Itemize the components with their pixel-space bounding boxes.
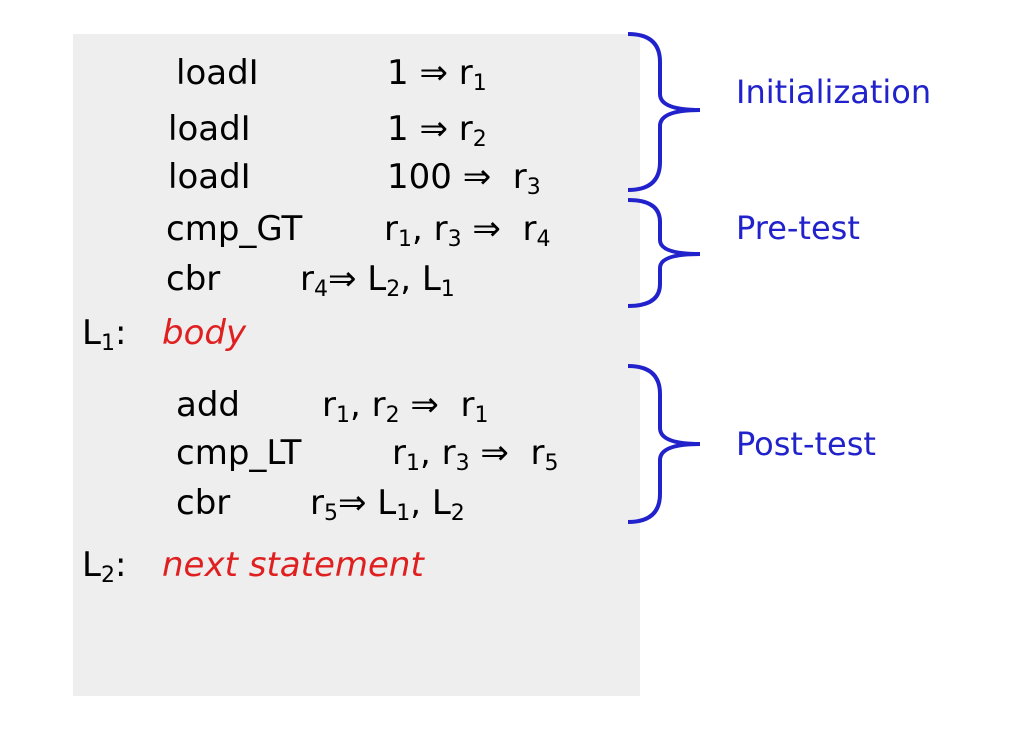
code-operands: r1, r3 ⇒ r4 xyxy=(384,209,550,251)
operand-sub: 1 xyxy=(397,227,412,252)
operand-sub: 2 xyxy=(386,277,401,302)
operand-sub: 1 xyxy=(405,451,420,476)
label-l2: L2: xyxy=(82,545,127,587)
annotation-pre-test: Pre-test xyxy=(736,209,860,247)
code-mnemonic: loadI xyxy=(176,53,259,93)
operand-text: ⇒ r xyxy=(469,433,545,473)
operand-sub: 1 xyxy=(472,71,487,96)
label-colon: : xyxy=(114,313,127,353)
code-mnemonic: add xyxy=(176,385,240,425)
code-mnemonic: cmp_LT xyxy=(176,433,302,473)
operand-text: , r xyxy=(411,209,448,249)
label-next-statement-text: next statement xyxy=(162,545,424,585)
code-operands: r1, r2 ⇒ r1 xyxy=(322,385,488,427)
operand-sub: 4 xyxy=(536,227,551,252)
code-mnemonic: loadI xyxy=(168,157,251,197)
code-operands: 100 ⇒ r3 xyxy=(387,157,541,199)
code-operands: r1, r3 ⇒ r5 xyxy=(392,433,558,475)
operand-text: r xyxy=(384,209,398,249)
code-operands: r4⇒ L2, L1 xyxy=(300,259,455,301)
operand-sub: 1 xyxy=(440,277,455,302)
operand-text: ⇒ L xyxy=(337,483,397,523)
operand-text: 1 ⇒ r xyxy=(387,109,473,149)
operand-text: 1 ⇒ r xyxy=(387,53,473,93)
operand-text: , L xyxy=(400,259,441,299)
operand-sub: 2 xyxy=(385,403,400,428)
operand-text: r xyxy=(322,385,336,425)
operand-text: ⇒ r xyxy=(461,209,537,249)
label-body-text: body xyxy=(162,313,247,353)
code-panel xyxy=(73,34,640,696)
code-operands: 1 ⇒ r1 xyxy=(387,53,487,95)
operand-sub: 3 xyxy=(447,227,462,252)
operand-sub: 2 xyxy=(472,127,487,152)
operand-sub: 4 xyxy=(313,277,328,302)
code-mnemonic: cbr xyxy=(176,483,231,523)
operand-sub: 2 xyxy=(450,501,465,526)
label-name: L xyxy=(82,545,101,585)
label-sub: 1 xyxy=(100,331,115,356)
label-l1: L1: xyxy=(82,313,127,355)
operand-sub: 1 xyxy=(474,403,489,428)
operand-text: r xyxy=(310,483,324,523)
label-name: L xyxy=(82,313,101,353)
code-operands: 1 ⇒ r2 xyxy=(387,109,487,151)
label-colon: : xyxy=(114,545,127,585)
operand-text: , r xyxy=(419,433,456,473)
operand-text: ⇒ r xyxy=(399,385,475,425)
code-mnemonic: cbr xyxy=(166,259,221,299)
operand-sub: 1 xyxy=(396,501,411,526)
operand-text: , L xyxy=(410,483,451,523)
operand-text: 100 ⇒ r xyxy=(387,157,527,197)
label-sub: 2 xyxy=(100,563,115,588)
operand-text: , r xyxy=(349,385,386,425)
operand-sub: 3 xyxy=(526,175,541,200)
operand-sub: 5 xyxy=(323,501,338,526)
code-mnemonic: loadI xyxy=(168,109,251,149)
operand-sub: 1 xyxy=(335,403,350,428)
operand-sub: 3 xyxy=(455,451,470,476)
code-mnemonic: cmp_GT xyxy=(166,209,303,249)
code-operands: r5⇒ L1, L2 xyxy=(310,483,465,525)
operand-text: r xyxy=(300,259,314,299)
operand-text: ⇒ L xyxy=(327,259,387,299)
annotation-post-test: Post-test xyxy=(736,425,876,463)
annotation-initialization: Initialization xyxy=(736,73,932,111)
operand-text: r xyxy=(392,433,406,473)
operand-sub: 5 xyxy=(544,451,559,476)
